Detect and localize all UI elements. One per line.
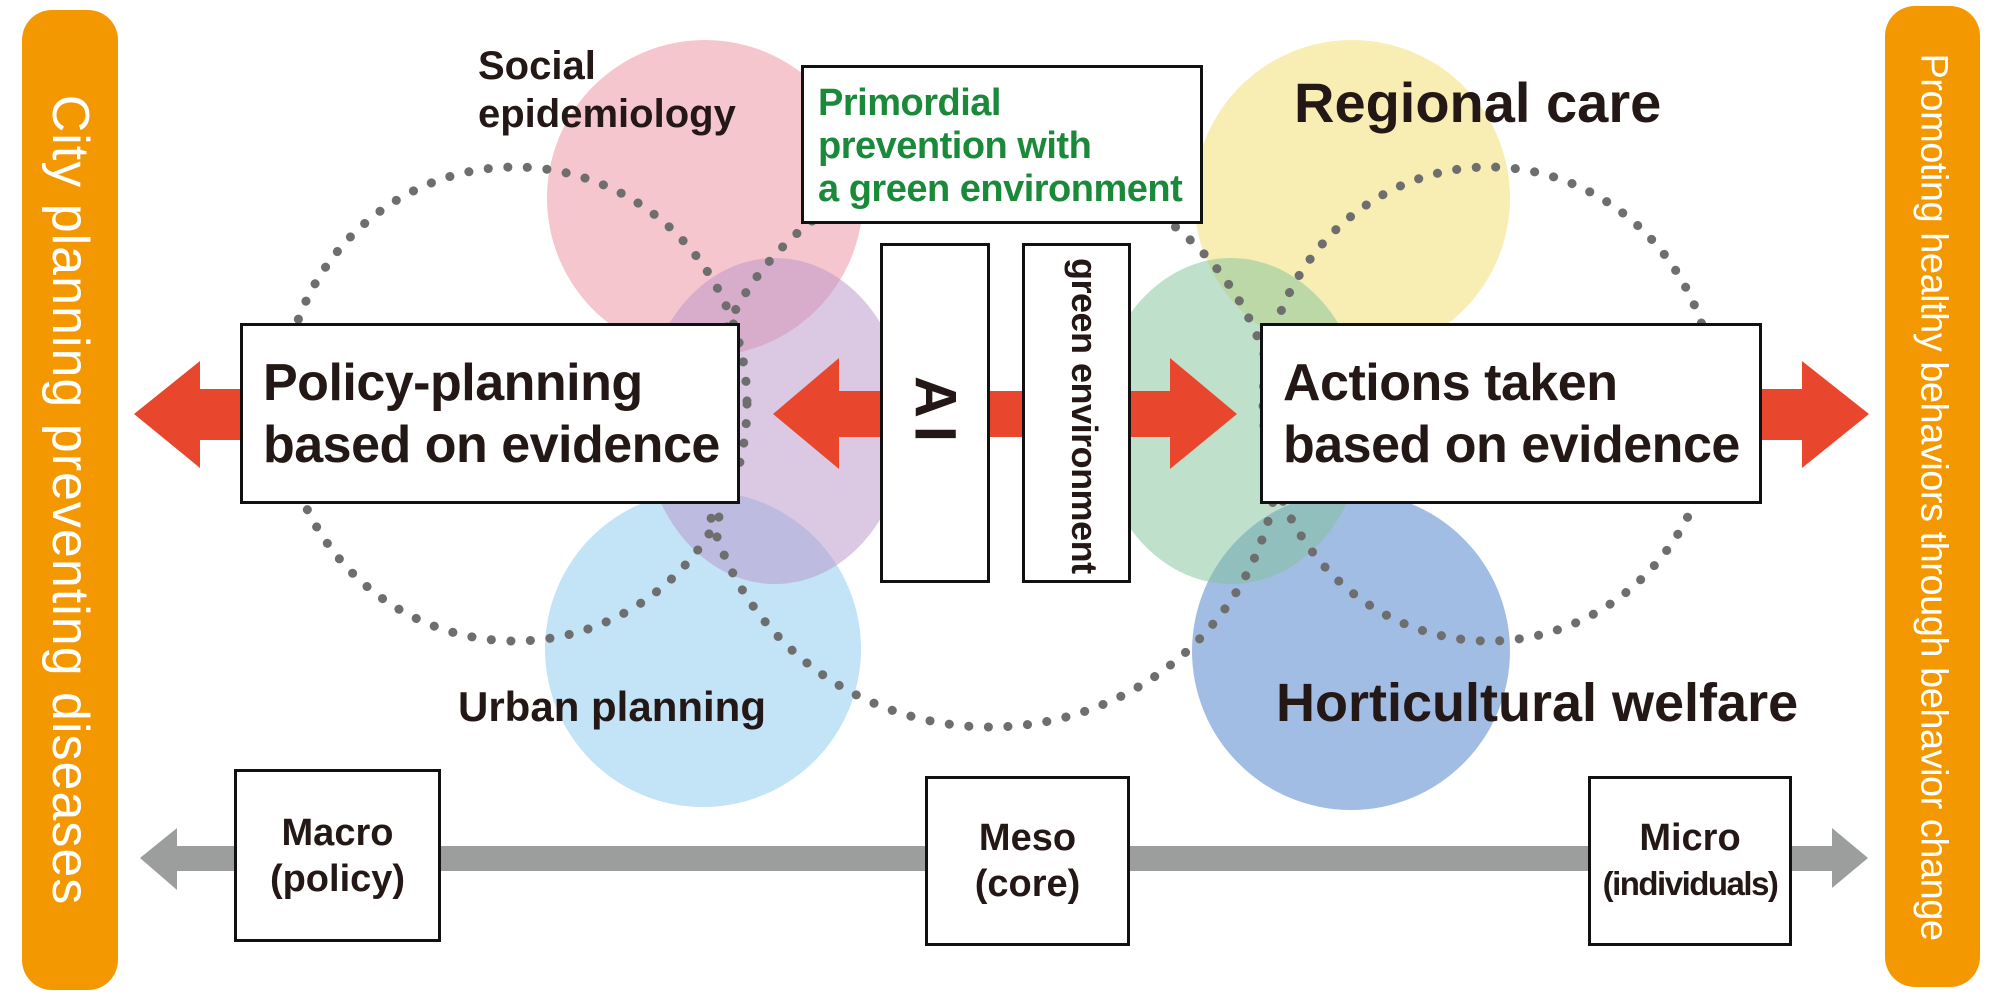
right-side-bar-label: Promoting healthy behaviors through beha… [1912,52,1954,941]
primordial-line-1: Primordial [818,82,1001,124]
primordial-prevention-box: Primordial prevention with a green envir… [801,65,1203,224]
label-social-epidemiology: Social epidemiology [478,42,736,138]
green-environment-label: green environment [1064,258,1105,574]
micro-sub: (individuals) [1602,865,1779,902]
gray-arrow-left-head [140,828,177,890]
actions-line-2: based on evidence [1283,415,1740,474]
label-urban-planning: Urban planning [458,683,766,730]
meso-title: Meso [978,817,1077,859]
label-social-line-1: Social [478,44,596,88]
green-environment-box: green environment [1022,243,1131,583]
gray-arrow-right-head [1832,828,1868,888]
macro-box: Macro (policy) [234,769,441,942]
label-horticultural-welfare: Horticultural welfare [1276,673,1799,733]
policy-planning-box: Policy-planning based on evidence [240,323,740,504]
right-side-bar: Promoting healthy behaviors through beha… [1885,6,1980,987]
macro-sub: (policy) [269,857,406,900]
left-side-bar-label: City planning preventing diseases [41,94,99,906]
ai-box: AI [880,243,990,583]
red-arrow-outer-left [134,361,250,468]
macro-title: Macro [281,811,394,854]
meso-sub: (core) [974,863,1081,905]
policy-line-1: Policy-planning [263,353,643,412]
actions-line-1: Actions taken [1283,353,1618,412]
ai-label: AI [902,376,968,450]
primordial-line-3: a green environment [818,168,1183,210]
red-arrow-outer-right [1750,361,1869,468]
actions-taken-box: Actions taken based on evidence [1260,323,1762,504]
label-regional-care: Regional care [1294,71,1662,134]
dotted-circle-left [278,162,752,646]
label-social-line-2: epidemiology [478,92,736,136]
left-side-bar: City planning preventing diseases [22,10,118,990]
micro-title: Micro [1639,817,1741,859]
policy-line-2: based on evidence [263,415,720,474]
primordial-line-2: prevention with [818,125,1092,167]
micro-box: Micro (individuals) [1588,776,1792,946]
meso-box: Meso (core) [925,776,1130,946]
